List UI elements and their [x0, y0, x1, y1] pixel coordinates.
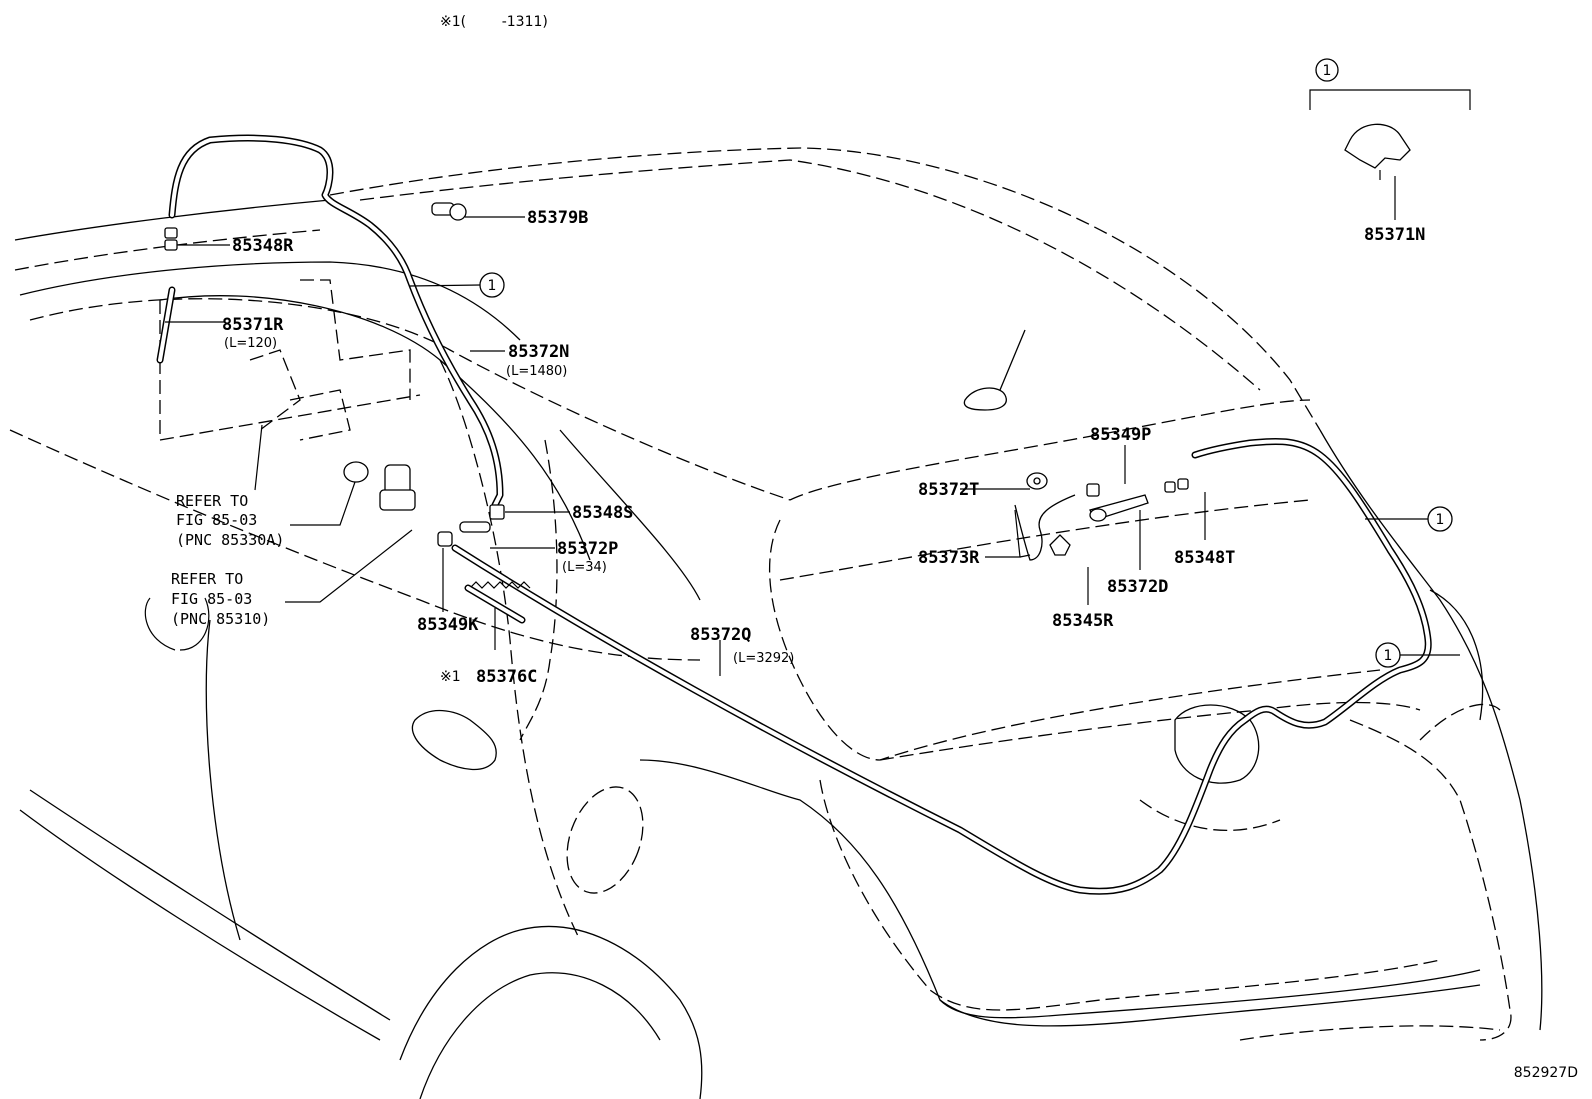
label-85372N: 85372N: [508, 342, 569, 362]
label-85376C: 85376C: [476, 667, 537, 687]
label-85372P-length: (L=34): [562, 560, 607, 575]
label-85372N-length: (L=1480): [506, 364, 567, 379]
ref1-line2: FIG 85-03: [176, 511, 257, 529]
ref2-line2: FIG 85-03: [171, 590, 252, 608]
circled-markers: 1 1 1: [409, 272, 1460, 668]
label-footnote-mark: ※1: [440, 669, 461, 685]
label-85371N: 85371N: [1364, 225, 1425, 245]
label-85379B: 85379B: [527, 208, 588, 228]
label-85373R: 85373R: [918, 548, 980, 568]
ref2-line3: (PNC 85310): [171, 610, 270, 628]
label-85348S: 85348S: [572, 503, 633, 523]
label-85349P: 85349P: [1090, 425, 1151, 445]
vehicle-body-outline: [9, 147, 1543, 1099]
inset-bracket: 1: [1309, 58, 1471, 110]
label-85348T: 85348T: [1174, 548, 1235, 568]
circled-marker-c: 1: [1384, 648, 1393, 664]
label-85372Q-length: (L=3292): [733, 651, 794, 666]
washer-hoses: [156, 134, 1432, 895]
drawing-id: 852927D: [1514, 1065, 1578, 1081]
label-85372P: 85372P: [557, 539, 618, 559]
ref1-line3: (PNC 85330A): [176, 531, 284, 549]
circled-marker-a: 1: [488, 278, 497, 294]
label-85348R: 85348R: [232, 236, 294, 256]
leader-lines: [144, 176, 1396, 676]
label-85345R: 85345R: [1052, 611, 1114, 631]
label-85371R-length: (L=120): [224, 336, 277, 351]
ref2-line1: REFER TO: [171, 570, 243, 588]
ref1-line1: REFER TO: [176, 492, 248, 510]
circled-marker-b: 1: [1436, 512, 1445, 528]
label-85372Q: 85372Q: [690, 625, 751, 645]
label-85349K: 85349K: [417, 615, 479, 635]
header-note: ※1( -1311): [440, 14, 548, 30]
label-85372D: 85372D: [1107, 577, 1168, 597]
part-labels: ※1( -1311) 85379B 85348R 85371R (L=120) …: [171, 14, 1578, 1081]
label-85371R: 85371R: [222, 315, 284, 335]
label-85372T: 85372T: [918, 480, 979, 500]
inset-circled-marker: 1: [1323, 63, 1332, 79]
part-shapes: [164, 123, 1411, 624]
